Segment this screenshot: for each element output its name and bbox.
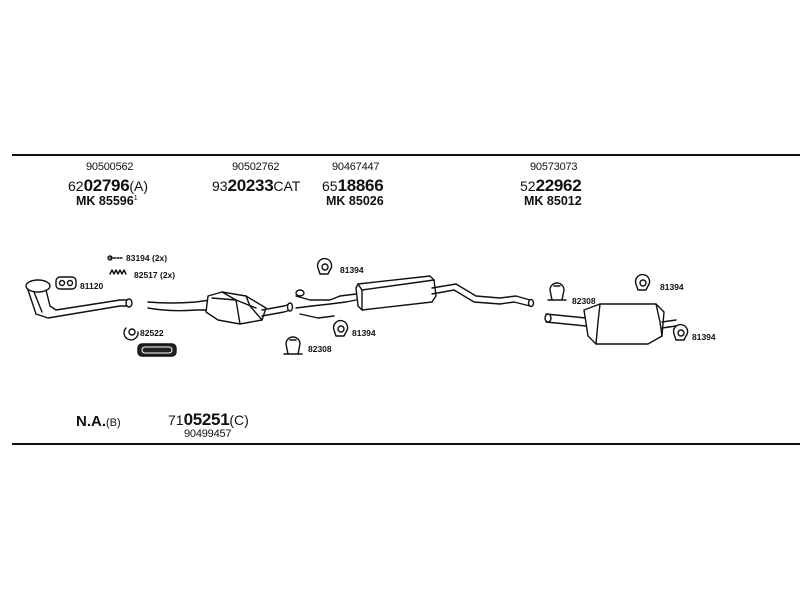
callout-label: 81394 [692, 332, 716, 342]
oe-number: 90573073 [530, 161, 578, 173]
clamp-icon [283, 336, 303, 355]
callout-label: 81120 [80, 281, 104, 291]
mounting-kit-number: MK 85012 [524, 194, 582, 208]
part-number: 5222962 [520, 176, 582, 195]
not-available-label: N.A.(B) [76, 413, 121, 430]
oe-number: 90467447 [332, 161, 380, 173]
callout-label: 82308 [308, 344, 332, 354]
hanger-icon [332, 319, 349, 337]
part-number: 6518866 [322, 176, 384, 195]
callout-label: 81394 [352, 328, 376, 338]
callout-label: 81394 [340, 265, 364, 275]
oe-number: 90500562 [86, 161, 134, 173]
spring-icon [109, 269, 127, 275]
hanger-icon [634, 273, 651, 291]
hanger-icon [316, 257, 333, 275]
callout-label: 82522 [140, 328, 164, 338]
bottom-rule [12, 443, 800, 445]
part-number: 6202796(A) [68, 176, 149, 195]
catalytic-converter [147, 291, 294, 325]
callout-label: 81394 [660, 282, 684, 292]
rear-silencer [544, 303, 677, 345]
ring-icon [123, 327, 139, 341]
oe-number: 90499457 [184, 428, 232, 440]
part-number: 9320233CAT [212, 176, 301, 195]
gasket-icon [55, 276, 77, 290]
callout-label: 82308 [572, 296, 596, 306]
top-rule [12, 154, 800, 156]
clamp-icon [547, 282, 567, 301]
callout-label: 82517 (2x) [134, 270, 176, 280]
mounting-kit-number: MK 855961 [76, 194, 138, 209]
middle-silencer [295, 275, 535, 319]
mounting-kit-number: MK 85026 [326, 194, 384, 208]
front-pipe [25, 279, 133, 319]
rubber-strap-icon [137, 343, 177, 357]
hanger-icon [672, 323, 689, 341]
bolt-icon [107, 255, 123, 261]
oe-number: 90502762 [232, 161, 280, 173]
part-number: 7105251(C) [168, 410, 249, 429]
callout-label: 83194 (2x) [126, 253, 168, 263]
